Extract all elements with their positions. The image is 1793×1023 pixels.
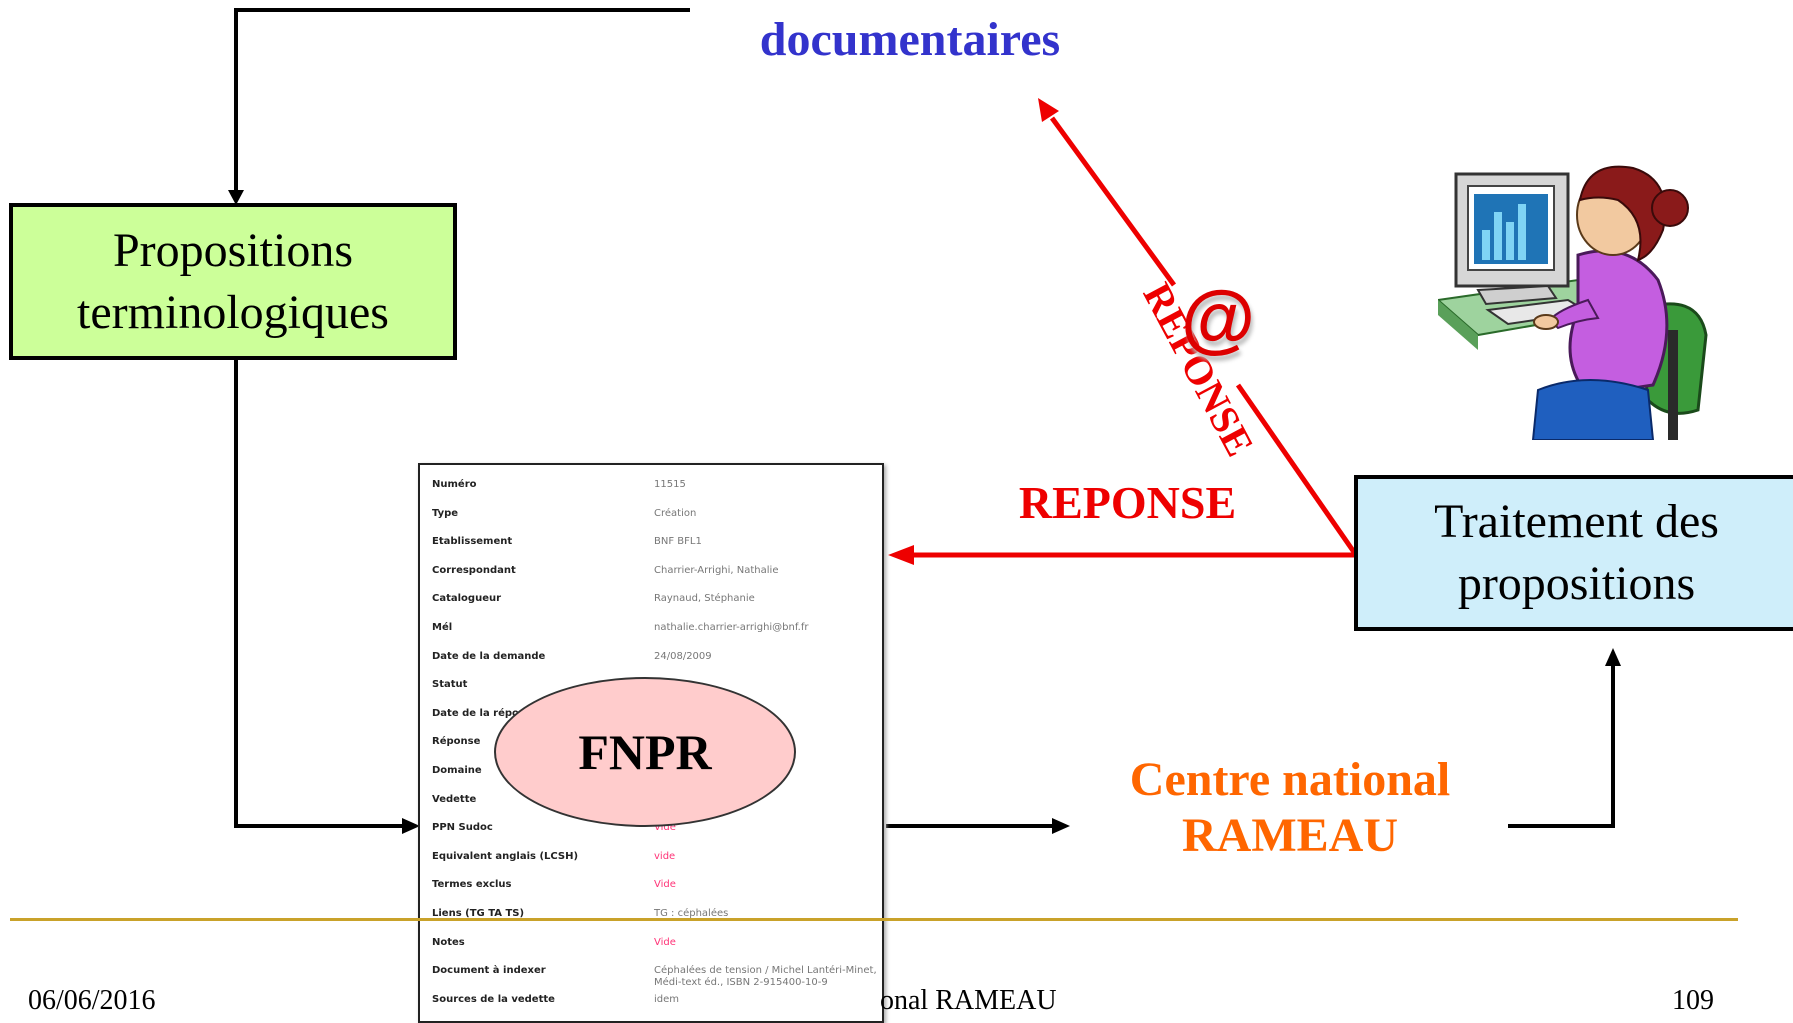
form-field-label: Mél [432, 622, 453, 633]
footer-page-number: 109 [1672, 985, 1714, 1016]
form-row: Date de la demande 24/08/2009 [432, 643, 876, 671]
form-field-label: PPN Sudoc [432, 822, 493, 834]
traitement-label: Traitement des propositions [1434, 495, 1719, 610]
form-row: Catalogueur Raynaud, Stéphanie [432, 585, 876, 613]
fnpr-label: FNPR [578, 724, 712, 780]
fnpr-ellipse: FNPR [494, 677, 796, 827]
form-row: PPN Sudoc Vide [432, 814, 876, 842]
footer-date: 06/06/2016 [28, 985, 156, 1016]
form-field-label: Domaine [432, 765, 482, 776]
form-field-label: Equivalent anglais (LCSH) [432, 850, 579, 862]
arrowhead [402, 818, 420, 834]
form-row: Etablissement BNF BFL1 [432, 528, 876, 556]
form-field-value: 24/08/2009 [654, 650, 712, 662]
form-field-value: Création [654, 507, 697, 519]
form-field-label: Correspondant [432, 564, 516, 576]
arrowhead [1038, 98, 1059, 122]
arrow-reponse-diagonal-upper [1049, 116, 1177, 287]
form-field-label: Termes exclus [432, 879, 512, 891]
footer-center-text: onal RAMEAU [880, 985, 1057, 1016]
form-field-label: Notes [432, 936, 465, 948]
arrowhead [1052, 818, 1070, 834]
form-field-label: Sources de la vedette [432, 993, 555, 1005]
form-field-label: Réponse [432, 736, 481, 748]
arrow-propositions-to-form [234, 360, 405, 828]
form-row: Notes Vide [432, 929, 876, 957]
form-field-label: Liens (TG TA TS) [432, 908, 525, 919]
form-field-value: Céphalées de tension / Michel Lantéri-Mi… [654, 965, 877, 989]
person-at-computer-icon [1438, 165, 1708, 440]
form-row: Sources de la vedette idem [432, 986, 876, 1014]
arrow-centre-to-traitement [1508, 662, 1615, 828]
arrow-reponse-diagonal-lower [1235, 383, 1359, 557]
form-field-value: Vide [654, 936, 676, 948]
form-field-label: Numéro [432, 479, 477, 490]
form-row: Correspondant Charrier-Arrighi, Nathalie [432, 557, 876, 585]
form-row: Type Création [432, 500, 876, 528]
form-field-value: 11515 [654, 479, 686, 490]
form-field-label: Vedette [432, 793, 477, 805]
documentaires-label: documentaires [759, 13, 1061, 66]
form-field-value: nathalie.charrier-arrighi@bnf.fr [654, 622, 809, 633]
arrowhead [1605, 648, 1621, 666]
form-row: Numéro 11515 [432, 471, 876, 499]
form-row: Date de la répon [432, 700, 876, 728]
form-field-label: Document à indexer [432, 965, 546, 977]
form-field-label: Catalogueur [432, 593, 502, 605]
form-field-value: Charrier-Arrighi, Nathalie [654, 564, 779, 576]
form-row: Mél nathalie.charrier-arrighi@bnf.fr [432, 614, 876, 642]
email-at-icon: @ [1180, 276, 1256, 361]
centre-rameau-label: Centre national RAMEAU [1129, 753, 1451, 862]
arrow-top-to-propositions [234, 8, 690, 196]
form-field-label: Statut [432, 679, 468, 691]
form-field-value: Vide [654, 822, 676, 834]
form-field-label: Date de la demande [432, 650, 546, 662]
form-field-value: idem [654, 993, 680, 1005]
form-field-value: vide [654, 850, 676, 862]
traitement-box: Traitement des propositions [1354, 475, 1793, 631]
form-row: Réponse [432, 728, 876, 756]
form-row: Liens (TG TA TS) TG : céphalées [432, 900, 876, 928]
arrowhead [228, 190, 244, 205]
form-field-value: TG : céphalées [654, 908, 729, 919]
form-row: Equivalent anglais (LCSH) vide [432, 843, 876, 871]
form-row: Vedette [432, 786, 876, 814]
form-field-label: Etablissement [432, 536, 513, 548]
reponse-horizontal-label: REPONSE [1018, 477, 1237, 528]
form-row: Document à indexer Céphalées de tension /… [432, 957, 877, 988]
form-row: Domaine [432, 757, 876, 785]
form-field-label: Date de la répon [432, 707, 527, 719]
footer-rule [10, 918, 1738, 921]
arrowhead [888, 545, 914, 565]
propositions-box: Propositions terminologiques [9, 203, 457, 360]
form-field-value: Raynaud, Stéphanie [654, 593, 755, 605]
propositions-label: Propositions terminologiques [77, 223, 389, 339]
form-field-label: Type [432, 507, 459, 519]
form-field-value: Vide [654, 879, 676, 891]
form-row: Statut [432, 671, 876, 699]
form-field-value: BNF BFL1 [654, 536, 702, 548]
form-row: Termes exclus Vide [432, 871, 876, 899]
